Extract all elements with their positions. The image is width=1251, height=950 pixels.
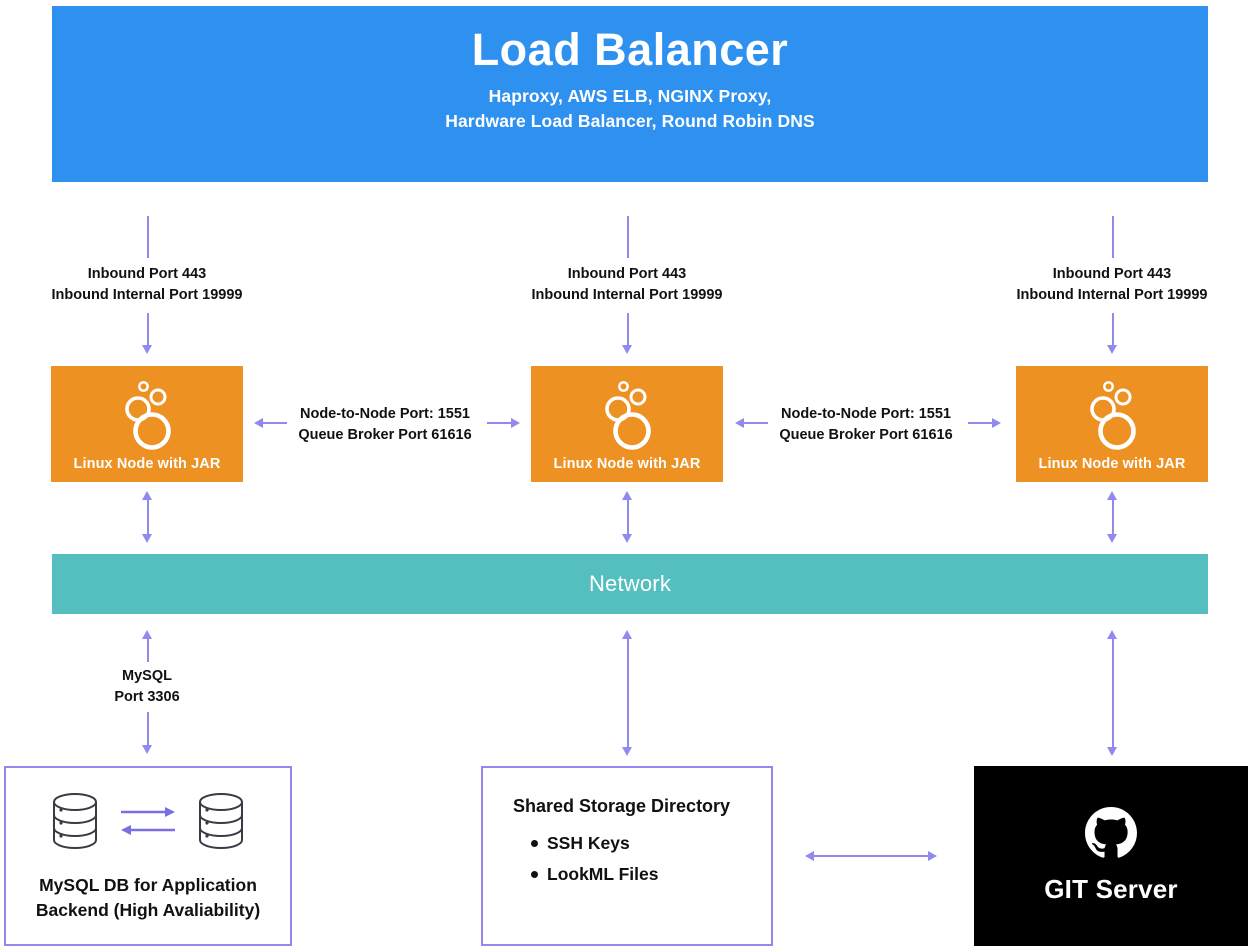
bidirectional-replication-arrows-icon bbox=[117, 797, 179, 850]
node-link-label-2: Node-to-Node Port: 1551 Queue Broker Por… bbox=[768, 404, 964, 445]
network-band: Network bbox=[52, 554, 1208, 614]
connector-lb-node-1-lower bbox=[147, 313, 149, 346]
network-label: Network bbox=[588, 571, 672, 596]
connector-node-1-network bbox=[147, 499, 149, 535]
arrow-head-up-storage-icon bbox=[622, 630, 632, 639]
arrow-head-left-node-link-1-icon bbox=[254, 418, 263, 428]
shared-storage-item-lookml-files: LookML Files bbox=[531, 864, 771, 885]
node-link-1-line-right bbox=[487, 422, 511, 424]
arrow-head-down-node-2-network-icon bbox=[622, 534, 632, 543]
node-link-label-1-line-1: Node-to-Node Port: 1551 bbox=[300, 406, 470, 422]
connector-lb-node-3-upper bbox=[1112, 216, 1114, 258]
mysql-link-label-line-2: Port 3306 bbox=[114, 688, 180, 705]
inbound-label-2-line-2: Inbound Internal Port 19999 bbox=[531, 286, 723, 303]
arrow-head-left-storage-git-icon bbox=[805, 851, 814, 861]
connector-lb-node-3-lower bbox=[1112, 313, 1114, 346]
linux-node-bubbles-icon bbox=[599, 380, 655, 455]
load-balancer-subtitle-line-2: Hardware Load Balancer, Round Robin DNS bbox=[445, 110, 815, 131]
node-link-label-1: Node-to-Node Port: 1551 Queue Broker Por… bbox=[287, 404, 483, 445]
inbound-label-1: Inbound Port 443 Inbound Internal Port 1… bbox=[22, 264, 272, 305]
git-server-label: GIT Server bbox=[1044, 874, 1178, 904]
mysql-db-caption-line-2: Backend (High Avaliability) bbox=[35, 899, 261, 920]
linux-node-1[interactable]: Linux Node with JAR bbox=[51, 366, 243, 482]
inbound-label-3-line-2: Inbound Internal Port 19999 bbox=[1016, 286, 1208, 303]
inbound-label-1-line-2: Inbound Internal Port 19999 bbox=[51, 286, 243, 303]
inbound-label-3: Inbound Port 443 Inbound Internal Port 1… bbox=[987, 264, 1237, 305]
bullet-icon bbox=[531, 871, 538, 878]
shared-storage-item-ssh-keys: SSH Keys bbox=[531, 833, 771, 854]
linux-node-bubbles-icon bbox=[119, 380, 175, 455]
arrow-head-right-storage-git-icon bbox=[928, 851, 937, 861]
mysql-db-icons-row bbox=[49, 790, 247, 857]
connector-node-2-network bbox=[627, 499, 629, 535]
git-server-box[interactable]: GIT Server bbox=[974, 766, 1248, 946]
node-link-label-2-line-1: Node-to-Node Port: 1551 bbox=[781, 406, 951, 422]
linux-node-1-label: Linux Node with JAR bbox=[73, 456, 221, 472]
connector-storage-git bbox=[814, 855, 928, 857]
arrow-head-up-node-3-network-icon bbox=[1107, 491, 1117, 500]
load-balancer-box: Load Balancer Haproxy, AWS ELB, NGINX Pr… bbox=[52, 6, 1208, 182]
node-link-1-line-left bbox=[263, 422, 287, 424]
connector-node-3-network bbox=[1112, 499, 1114, 535]
arrow-head-right-node-link-1-icon bbox=[511, 418, 520, 428]
linux-node-3-label: Linux Node with JAR bbox=[1038, 456, 1186, 472]
node-link-2-line-right bbox=[968, 422, 992, 424]
load-balancer-title: Load Balancer bbox=[471, 23, 789, 75]
arrow-head-down-node-1-network-icon bbox=[142, 534, 152, 543]
mysql-link-label: MySQL Port 3306 bbox=[47, 666, 247, 707]
arrow-head-down-node-2-icon bbox=[622, 345, 632, 354]
arrow-head-down-mysql-icon bbox=[142, 745, 152, 754]
arrow-head-down-storage-icon bbox=[622, 747, 632, 756]
connector-network-git bbox=[1112, 638, 1114, 748]
arrow-head-up-node-1-network-icon bbox=[142, 491, 152, 500]
node-link-label-2-line-2: Queue Broker Port 61616 bbox=[779, 426, 953, 443]
shared-storage-item-label: SSH Keys bbox=[547, 833, 630, 853]
arrow-head-left-node-link-2-icon bbox=[735, 418, 744, 428]
inbound-label-1-line-1: Inbound Port 443 bbox=[87, 266, 207, 282]
node-link-label-1-line-2: Queue Broker Port 61616 bbox=[298, 426, 472, 443]
arrow-head-right-node-link-2-icon bbox=[992, 418, 1001, 428]
connector-network-mysql-lower bbox=[147, 712, 149, 746]
inbound-label-2: Inbound Port 443 Inbound Internal Port 1… bbox=[502, 264, 752, 305]
load-balancer-subtitle-line-1: Haproxy, AWS ELB, NGINX Proxy, bbox=[488, 85, 772, 106]
arrow-head-up-mysql-icon bbox=[142, 630, 152, 639]
arrow-head-up-git-icon bbox=[1107, 630, 1117, 639]
linux-node-bubbles-icon bbox=[1084, 380, 1140, 455]
database-cylinder-icon bbox=[49, 790, 101, 857]
arrow-head-down-node-3-network-icon bbox=[1107, 534, 1117, 543]
mysql-db-caption-line-1: MySQL DB for Application bbox=[39, 874, 257, 895]
mysql-db-caption: MySQL DB for Application Backend (High A… bbox=[36, 873, 260, 923]
mysql-link-label-line-1: MySQL bbox=[122, 668, 172, 684]
inbound-label-3-line-1: Inbound Port 443 bbox=[1052, 266, 1172, 282]
arrow-head-up-node-2-network-icon bbox=[622, 491, 632, 500]
connector-lb-node-2-lower bbox=[627, 313, 629, 346]
mysql-db-box[interactable]: MySQL DB for Application Backend (High A… bbox=[4, 766, 292, 946]
arrow-head-down-node-3-icon bbox=[1107, 345, 1117, 354]
github-octocat-icon bbox=[1085, 807, 1137, 864]
shared-storage-item-label: LookML Files bbox=[547, 864, 659, 884]
bullet-icon bbox=[531, 840, 538, 847]
shared-storage-title: Shared Storage Directory bbox=[513, 796, 731, 816]
connector-network-storage bbox=[627, 638, 629, 748]
connector-lb-node-2-upper bbox=[627, 216, 629, 258]
arrow-head-down-node-1-icon bbox=[142, 345, 152, 354]
node-link-2-line-left bbox=[744, 422, 768, 424]
inbound-label-2-line-1: Inbound Port 443 bbox=[567, 266, 687, 282]
linux-node-3[interactable]: Linux Node with JAR bbox=[1016, 366, 1208, 482]
database-cylinder-icon bbox=[195, 790, 247, 857]
linux-node-2[interactable]: Linux Node with JAR bbox=[531, 366, 723, 482]
connector-lb-node-1-upper bbox=[147, 216, 149, 258]
linux-node-2-label: Linux Node with JAR bbox=[553, 456, 701, 472]
connector-network-mysql-upper bbox=[147, 638, 149, 662]
arrow-head-down-git-icon bbox=[1107, 747, 1117, 756]
shared-storage-box[interactable]: Shared Storage Directory SSH Keys LookML… bbox=[481, 766, 773, 946]
